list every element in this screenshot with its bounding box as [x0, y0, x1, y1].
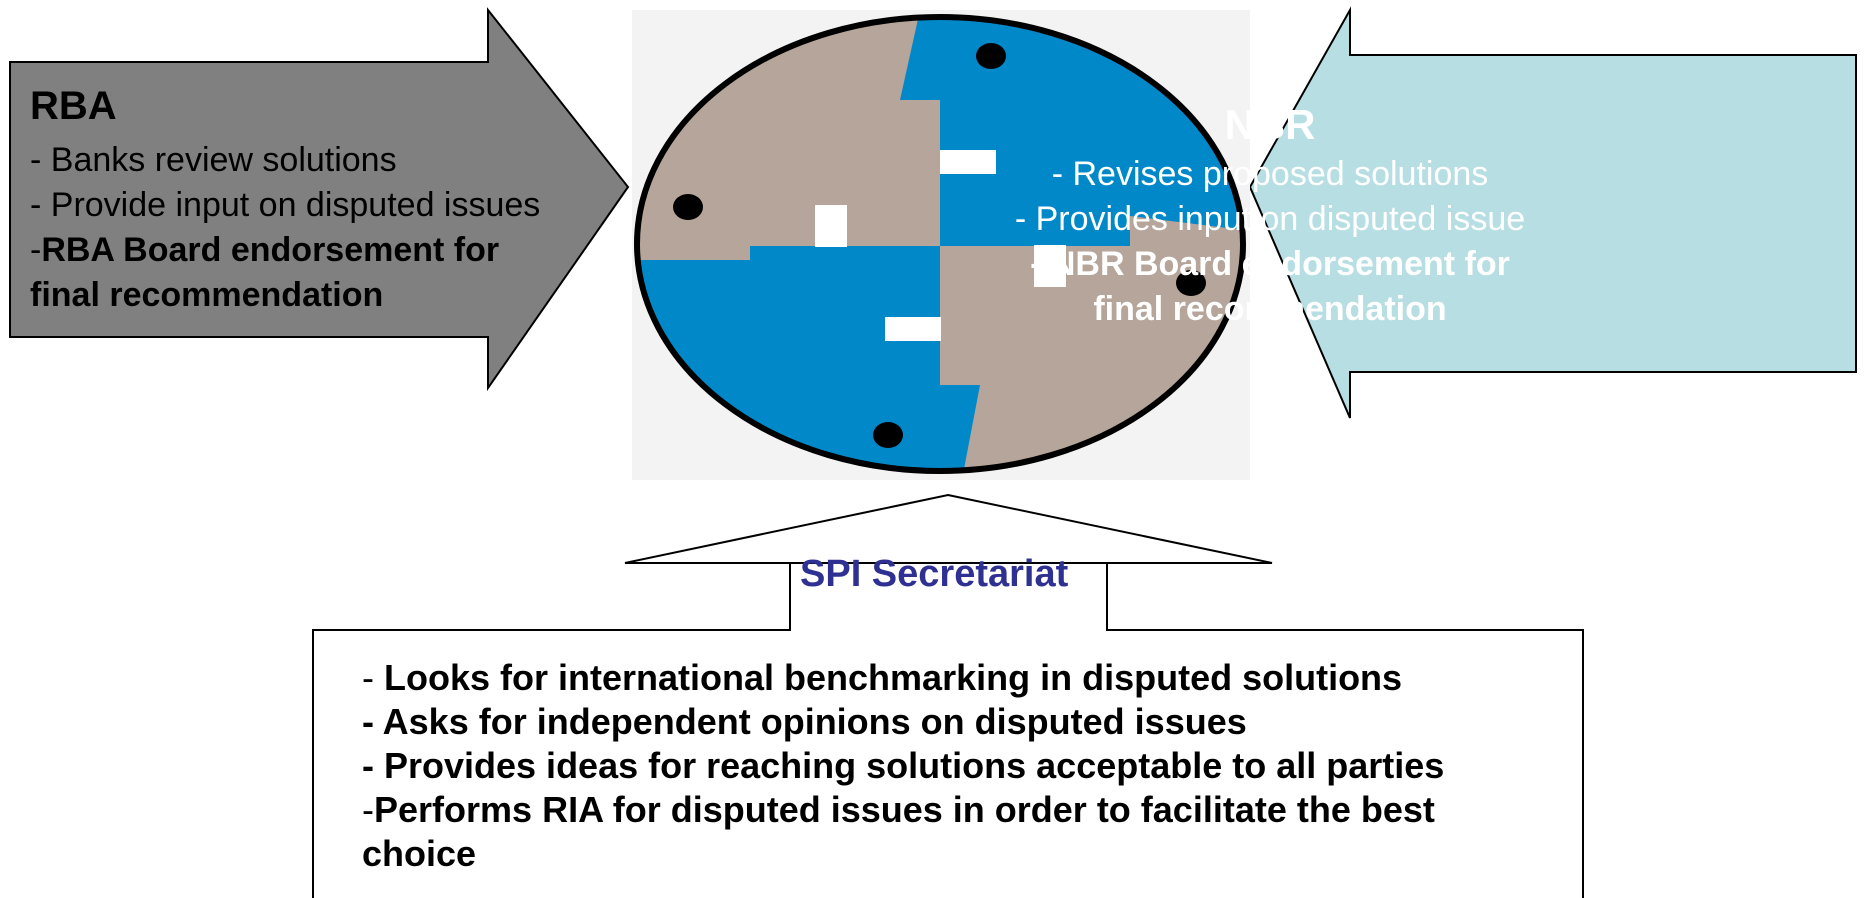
nbr-line-1: - Revises proposed solutions: [1051, 155, 1489, 193]
emblem-dot-top: [976, 43, 1006, 69]
rba-title: RBA: [30, 84, 117, 128]
emblem-dot-bottom: [873, 422, 903, 448]
spi-line-1: - Looks for international benchmarking i…: [362, 656, 1444, 700]
rba-line-3: -RBA Board endorsement for: [30, 228, 540, 273]
rba-line-3-bold: RBA Board endorsement for: [41, 231, 500, 269]
spi-box: [312, 562, 1584, 898]
nbr-line-2: - Provides input on disputed issue: [1014, 200, 1526, 238]
nbr-arrow: [1248, 6, 1857, 419]
spi-line-2: - Asks for independent opinions on dispu…: [362, 701, 1247, 742]
spi-line-3: - Provides ideas for reaching solutions …: [362, 745, 1445, 786]
spi-line-4-prefix: -: [362, 789, 374, 830]
rba-line-1: - Banks review solutions: [30, 141, 397, 179]
spi-title: SPI Secretariat: [800, 553, 1069, 595]
rba-description: - Banks review solutions - Provide input…: [30, 138, 540, 318]
rba-line-3-prefix: -: [30, 231, 42, 269]
emblem: [637, 17, 1243, 471]
spi-line-4: -Performs RIA for disputed issues in ord…: [362, 788, 1444, 832]
emblem-dot-left: [673, 194, 703, 220]
rba-line-4: final recommendation: [30, 276, 384, 314]
nbr-line-3: - NBR Board endorsement for: [1030, 245, 1510, 283]
rba-arrow: [9, 7, 630, 392]
emblem-bar-2: [815, 205, 847, 247]
emblem-bar-4: [885, 317, 941, 341]
spi-line-1-prefix: -: [362, 657, 384, 698]
emblem-bar-1: [940, 150, 996, 174]
rba-line-2: - Provide input on disputed issues: [30, 186, 541, 224]
emblem-outline: [634, 14, 1246, 474]
nbr-line-4: final recommendation: [1093, 290, 1447, 328]
emblem-bar-3: [1034, 245, 1066, 287]
spi-description: - Looks for international benchmarking i…: [362, 656, 1444, 876]
spi-line-5: choice: [362, 833, 477, 874]
spi-line-1-text: Looks for international benchmarking in …: [384, 657, 1403, 698]
nbr-title: NBR: [1224, 101, 1316, 148]
emblem-dot-right: [1176, 270, 1206, 296]
spi-line-4-text: Performs RIA for disputed issues in orde…: [374, 789, 1435, 830]
nbr-description: NBR - Revises proposed solutions - Provi…: [950, 98, 1590, 332]
